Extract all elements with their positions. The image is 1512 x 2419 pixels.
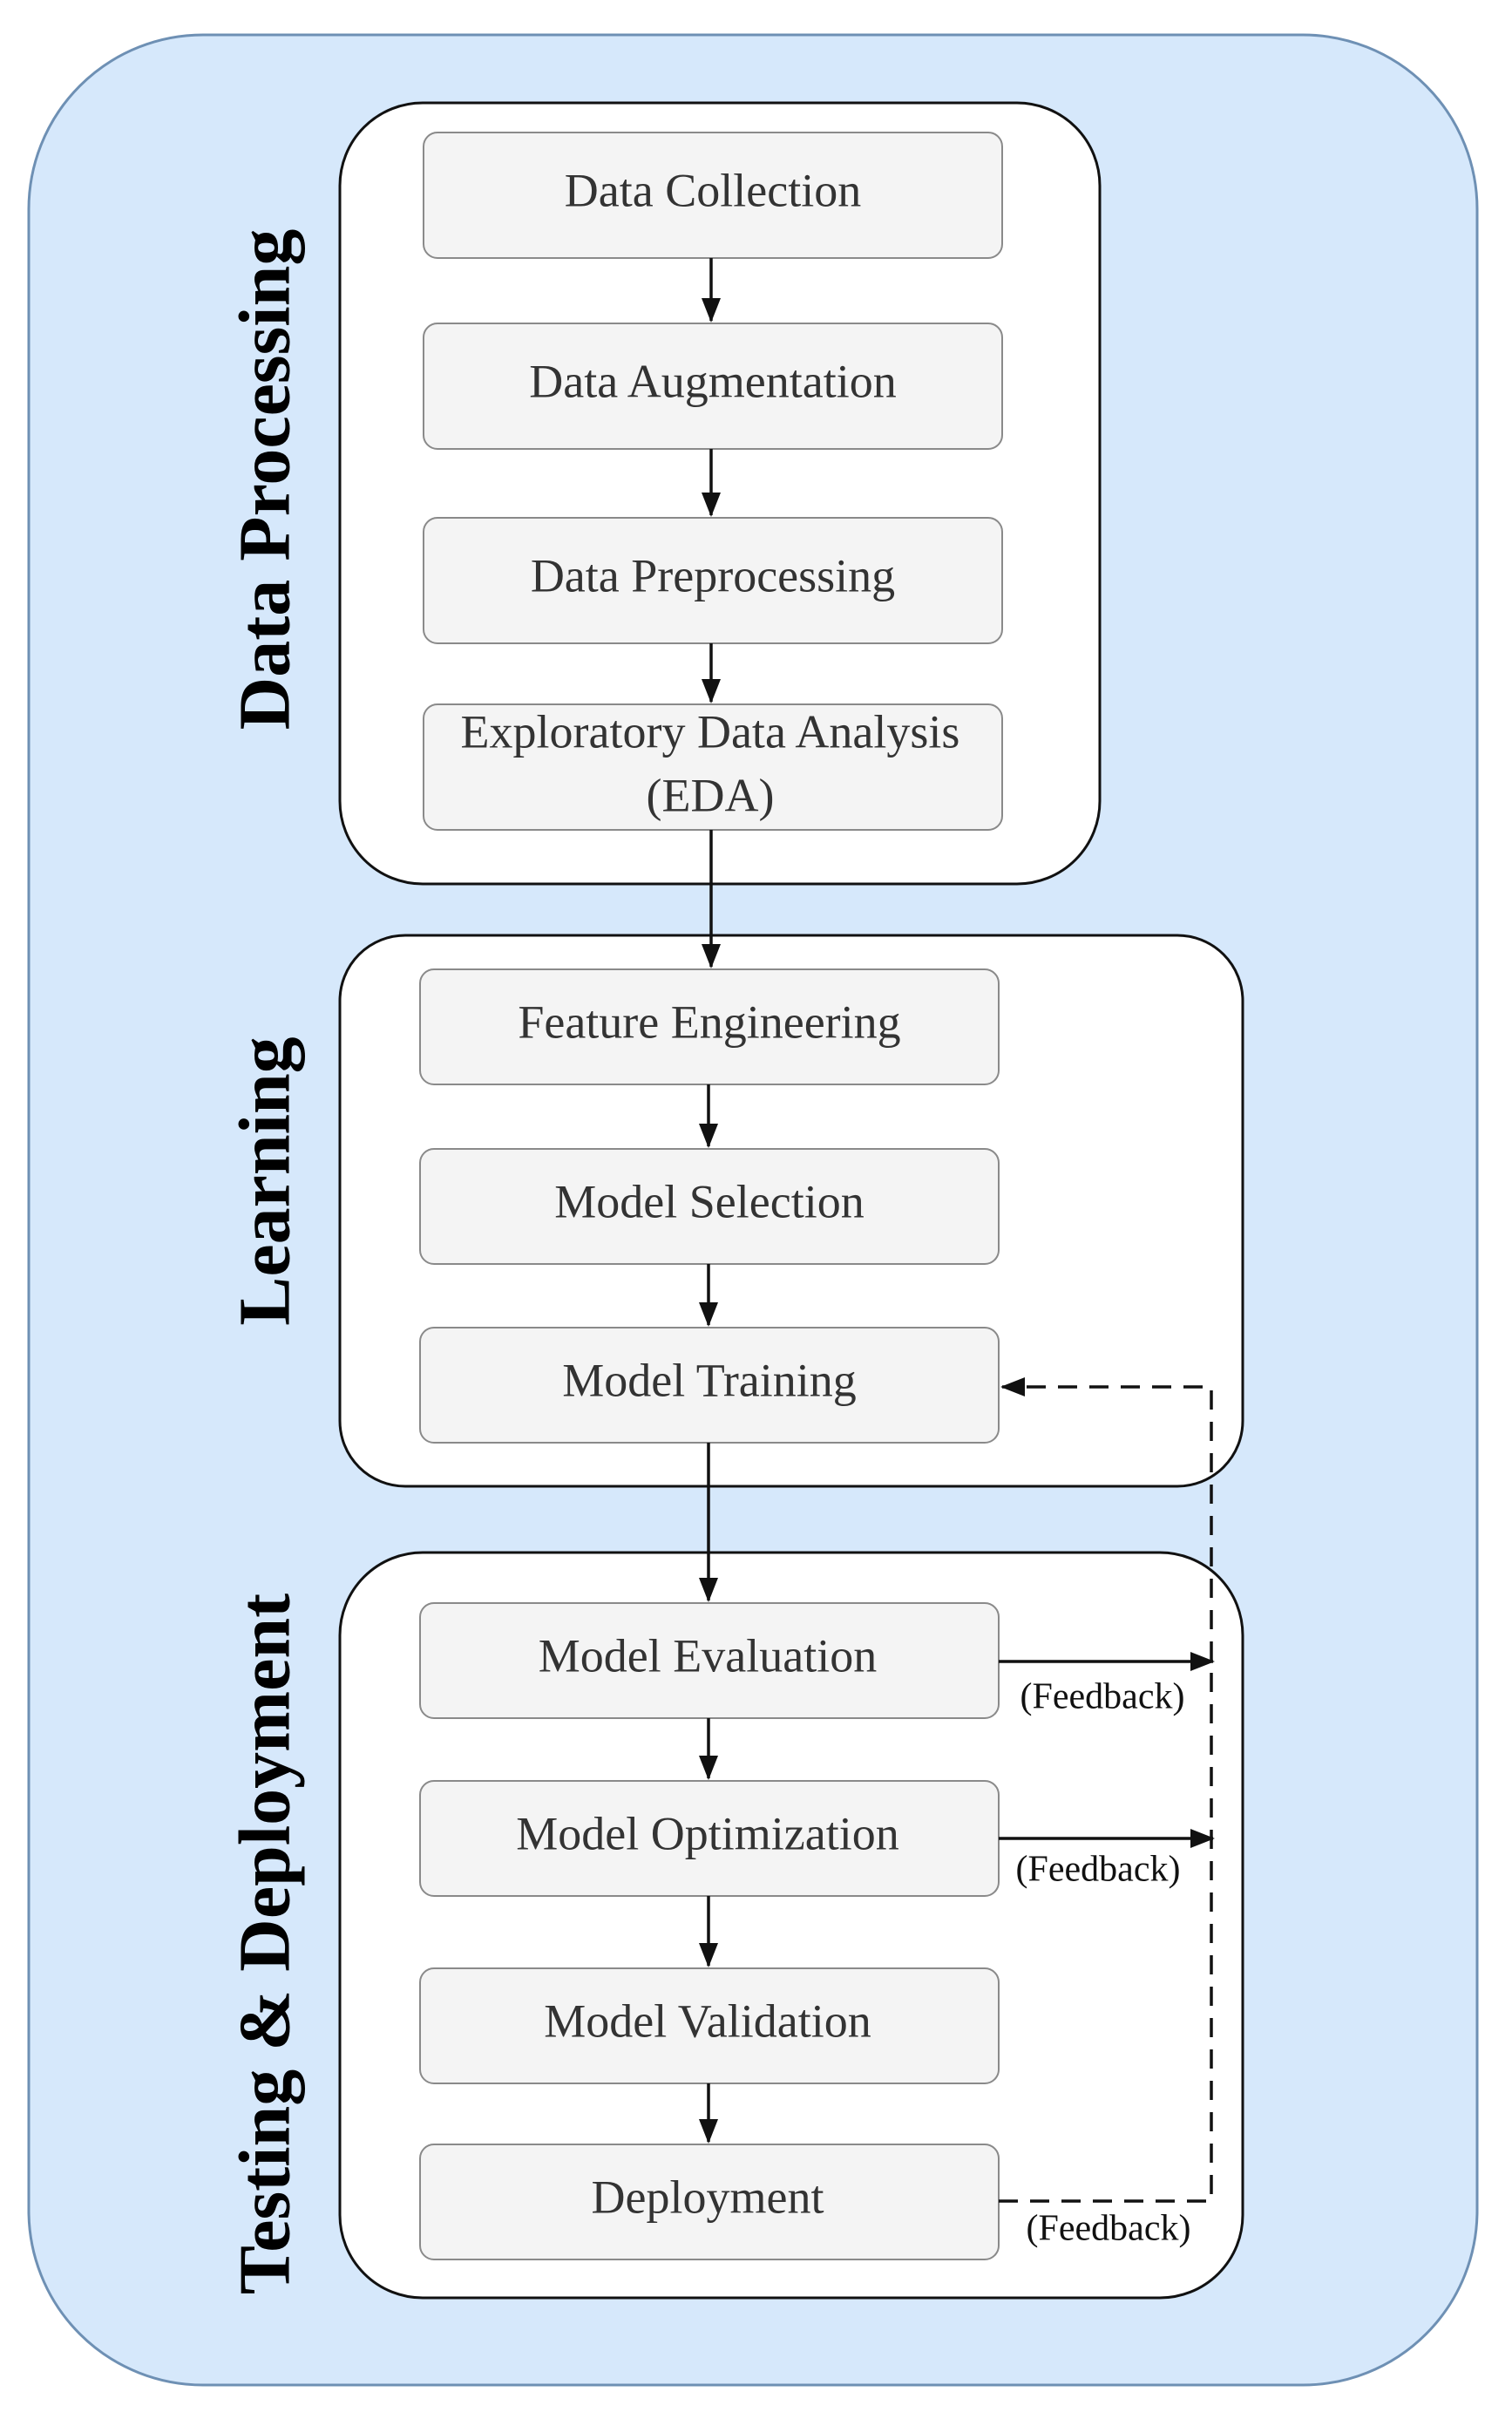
step-feature-engineering: Feature Engineering (419, 968, 1000, 1085)
step-label: Model Selection (554, 1175, 864, 1227)
feedback-label-evaluation: (Feedback) (1020, 1677, 1185, 1717)
feedback-label-deployment: (Feedback) (1027, 2209, 1191, 2249)
step-label-line-1: Exploratory Data Analysis (461, 705, 960, 758)
step-box (423, 703, 1003, 831)
step-label: Model Evaluation (539, 1629, 877, 1682)
step-label: Model Optimization (516, 1807, 898, 1859)
step-label-line-2: (EDA) (647, 769, 775, 821)
step-box (423, 132, 1003, 259)
step-label: Deployment (592, 2171, 824, 2223)
step-model-validation: Model Validation (419, 1967, 1000, 2084)
step-exploratory-data-analysis: Exploratory Data Analysis (EDA) (423, 703, 1003, 831)
step-data-augmentation: Data Augmentation (423, 323, 1003, 450)
step-box (423, 517, 1003, 644)
step-model-optimization: Model Optimization (419, 1780, 1000, 1897)
step-deployment: Deployment (419, 2144, 1000, 2260)
dashed-feedback-loop (999, 1377, 1213, 2203)
step-model-training: Model Training (419, 1327, 1000, 1444)
step-label: Feature Engineering (518, 995, 900, 1048)
stage-title-learning: Learning (224, 1036, 305, 1325)
step-label: Model Training (562, 1354, 857, 1406)
stage-title-data-processing: Data Processing (224, 229, 305, 730)
step-data-collection: Data Collection (423, 132, 1003, 259)
stage-title-testing-deployment: Testing & Deployment (224, 1593, 305, 2294)
step-label: Data Preprocessing (531, 549, 895, 601)
step-label: Data Augmentation (529, 355, 896, 407)
step-label: Data Collection (565, 164, 861, 216)
step-box (423, 323, 1003, 450)
step-model-selection: Model Selection (419, 1148, 1000, 1265)
feedback-label-optimization: (Feedback) (1016, 1850, 1181, 1890)
step-model-evaluation: Model Evaluation (419, 1602, 1000, 1719)
stage-box-testing-deployment (338, 1551, 1244, 2300)
step-label: Model Validation (544, 1994, 871, 2047)
step-data-preprocessing: Data Preprocessing (423, 517, 1003, 644)
